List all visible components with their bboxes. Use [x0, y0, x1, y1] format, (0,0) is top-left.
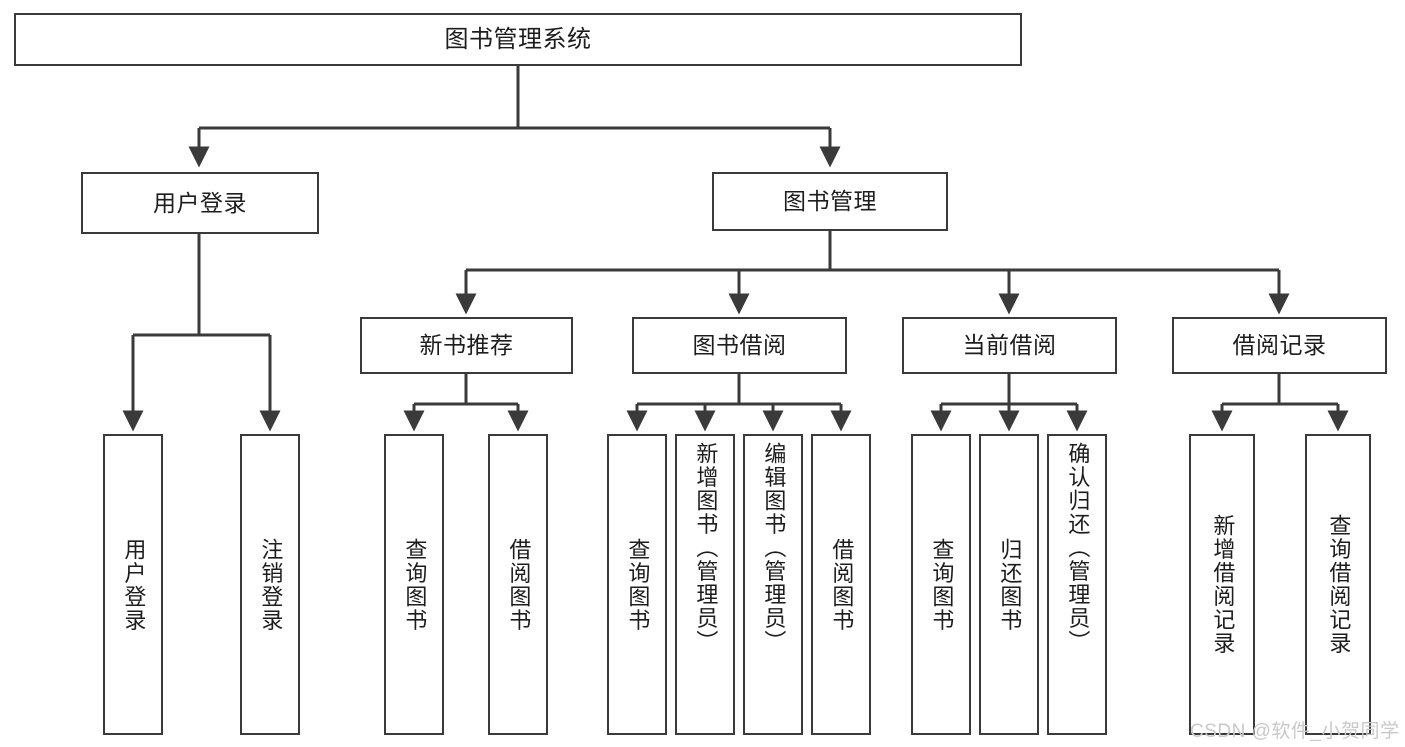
node-label: 查询图书: [929, 537, 955, 632]
node-label: 借阅图书: [506, 537, 532, 632]
leaf-edit-book-admin[interactable]: 编辑图书（管理员）: [743, 434, 803, 735]
node-label: 注销登录: [258, 537, 284, 632]
node-label: 图书管理: [783, 188, 877, 214]
node-label: 确认归还（管理员）: [1065, 442, 1091, 654]
node-label: 新增图书（管理员）: [693, 442, 719, 654]
node-label: 图书借阅: [692, 332, 787, 358]
node-label: 借阅图书: [829, 537, 855, 632]
node-label: 用户登录: [121, 537, 147, 632]
leaf-query-book-current[interactable]: 查询图书: [911, 434, 971, 735]
node-label: 归还图书: [997, 537, 1023, 632]
leaf-add-borrow-record[interactable]: 新增借阅记录: [1189, 434, 1255, 735]
node-current-borrowing[interactable]: 当前借阅: [902, 317, 1117, 374]
leaf-user-login[interactable]: 用户登录: [103, 434, 163, 735]
node-label: 编辑图书（管理员）: [761, 442, 787, 654]
node-label: 借阅记录: [1232, 332, 1327, 358]
leaf-logout[interactable]: 注销登录: [240, 434, 300, 735]
leaf-query-book-borrow[interactable]: 查询图书: [607, 434, 667, 735]
node-user-login[interactable]: 用户登录: [81, 172, 319, 234]
leaf-add-book-admin[interactable]: 新增图书（管理员）: [675, 434, 735, 735]
leaf-query-borrow-record[interactable]: 查询借阅记录: [1305, 434, 1371, 735]
node-book-management-system[interactable]: 图书管理系统: [14, 13, 1022, 66]
leaf-return-book[interactable]: 归还图书: [979, 434, 1039, 735]
node-label: 查询图书: [625, 537, 651, 632]
node-new-book-recommendation[interactable]: 新书推荐: [360, 317, 573, 374]
leaf-query-book-recommend[interactable]: 查询图书: [384, 434, 444, 735]
node-book-borrowing[interactable]: 图书借阅: [632, 317, 847, 374]
leaf-borrow-book-recommend[interactable]: 借阅图书: [488, 434, 548, 735]
leaf-borrow-book[interactable]: 借阅图书: [811, 434, 871, 735]
node-borrow-records[interactable]: 借阅记录: [1172, 317, 1387, 374]
node-book-management[interactable]: 图书管理: [712, 172, 948, 231]
node-label: 当前借阅: [962, 332, 1057, 358]
node-label: 查询借阅记录: [1326, 514, 1352, 655]
node-label: 图书管理系统: [444, 25, 592, 53]
node-label: 查询图书: [402, 537, 428, 632]
node-label: 用户登录: [153, 189, 247, 216]
node-label: 新增借阅记录: [1210, 514, 1236, 655]
leaf-confirm-return-admin[interactable]: 确认归还（管理员）: [1047, 434, 1107, 735]
node-label: 新书推荐: [419, 332, 514, 358]
